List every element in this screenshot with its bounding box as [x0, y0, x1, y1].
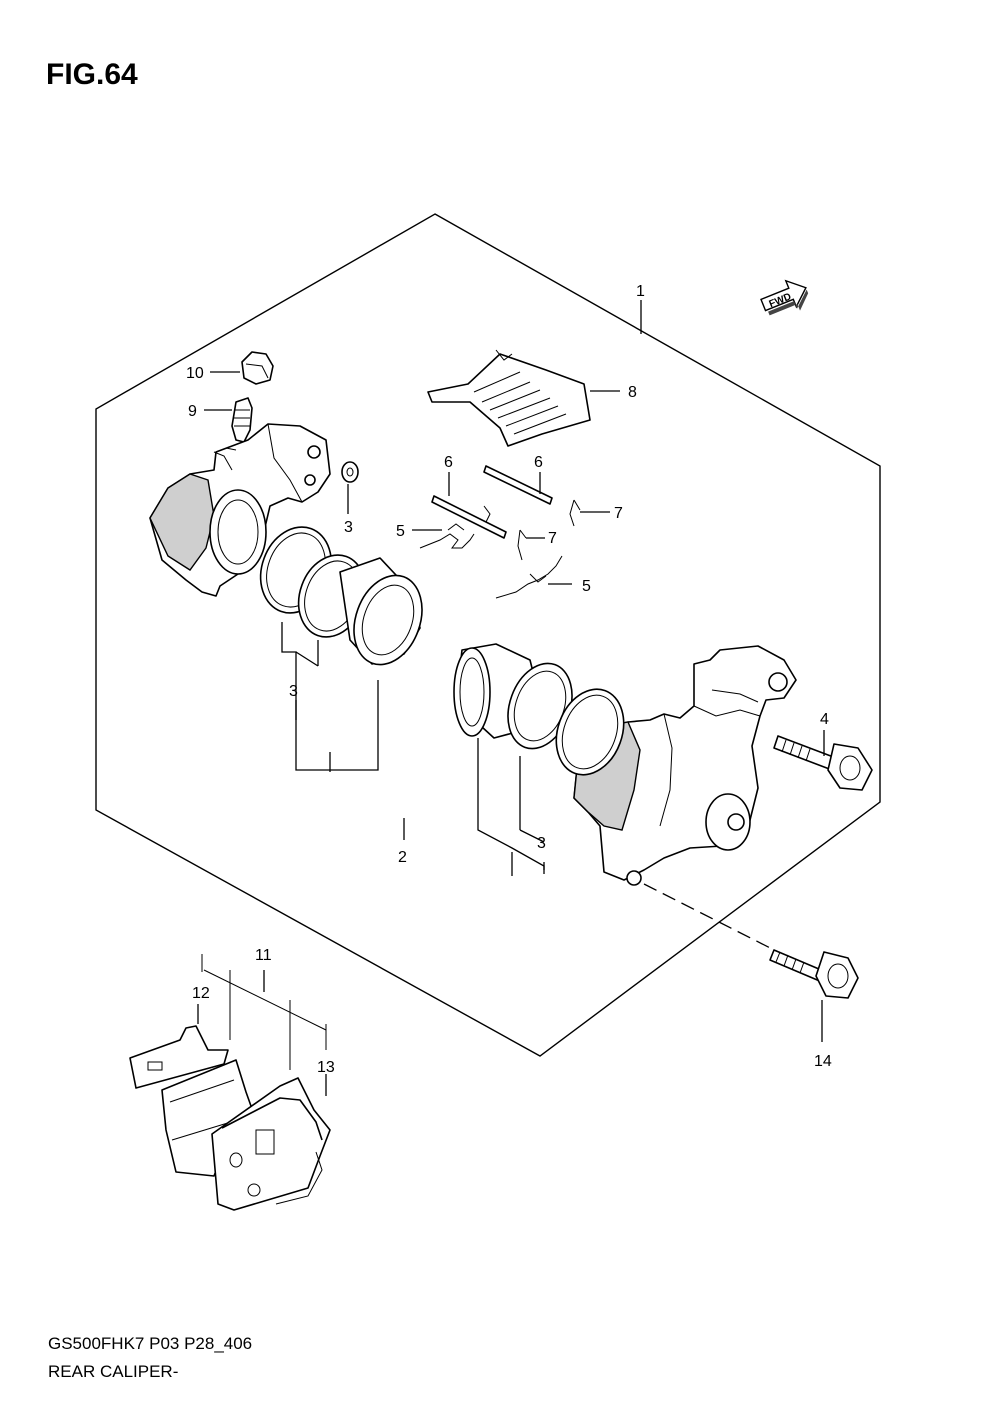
model-code-line: GS500FHK7 P03 P28_406	[48, 1334, 253, 1353]
mounting-bolt-part	[773, 735, 873, 791]
callout-14: 14	[814, 1053, 832, 1070]
assembly-boundary	[95, 213, 881, 1057]
callout-5-right: 5	[582, 578, 591, 595]
brake-pad-b-part	[211, 1077, 331, 1211]
callout-6-right: 6	[534, 454, 543, 471]
callout-13: 13	[317, 1059, 335, 1076]
right-seals-piston	[453, 643, 625, 776]
pad-spring-part	[427, 349, 591, 447]
callout-9: 9	[188, 403, 197, 420]
figure-title: FIG.64	[46, 58, 138, 91]
clip-lower	[517, 529, 527, 561]
callout-7-lower: 7	[548, 530, 557, 547]
callout-1: 1	[636, 283, 645, 300]
left-seals-piston	[259, 526, 423, 666]
callout-10: 10	[186, 365, 204, 382]
seal-washer-part	[341, 461, 359, 483]
shim-part	[129, 1025, 229, 1089]
fwd-arrow-icon: FWD	[760, 279, 809, 316]
callout-3-left: 3	[289, 683, 298, 700]
callout-11: 11	[255, 947, 272, 964]
spring-left	[419, 523, 475, 549]
bleeder-valve-part	[231, 397, 253, 443]
caliper-half-left	[149, 423, 331, 597]
callout-6-left: 6	[444, 454, 453, 471]
callout-4: 4	[820, 711, 829, 728]
callout-3-washer: 3	[344, 519, 353, 536]
pad-pin-upper	[483, 465, 553, 505]
callout-7-upper: 7	[614, 505, 623, 522]
callout-2: 2	[398, 849, 407, 866]
callout-12: 12	[192, 985, 210, 1002]
pad-pin-lower	[431, 495, 507, 539]
spring-right	[495, 555, 563, 599]
section-name-line: REAR CALIPER-	[48, 1362, 179, 1381]
bleeder-cap-part	[241, 351, 274, 385]
callout-5-left: 5	[396, 523, 405, 540]
caliper-body-part	[573, 645, 797, 886]
callout-3-right: 3	[537, 835, 546, 852]
callout-8: 8	[628, 384, 637, 401]
bolt-part	[769, 949, 859, 999]
clip-upper	[569, 499, 581, 527]
